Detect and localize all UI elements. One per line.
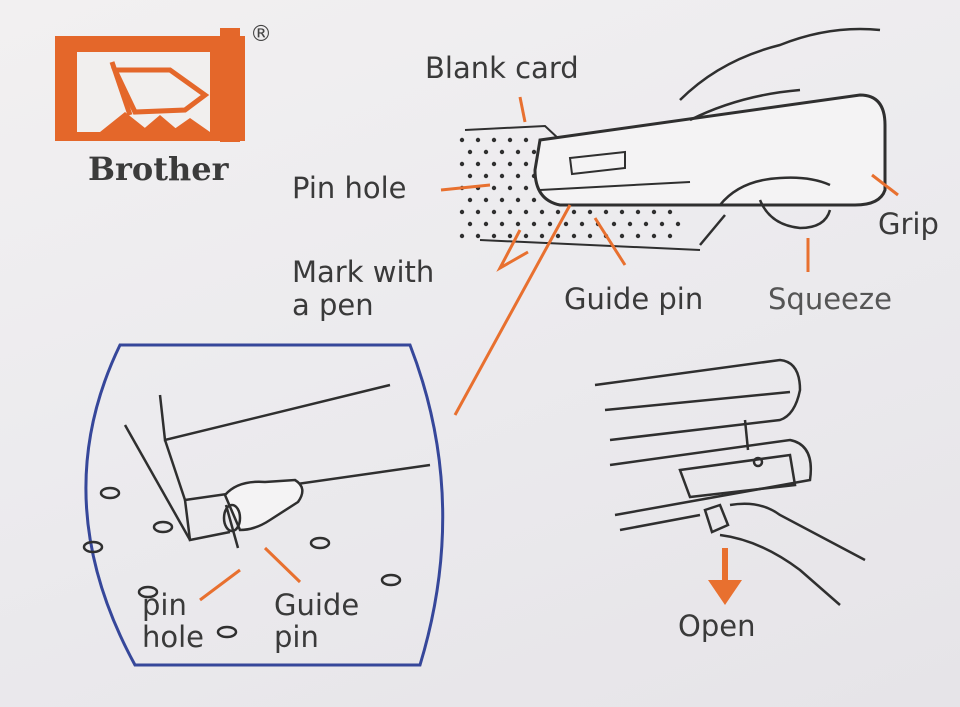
open-arrow-icon bbox=[708, 548, 742, 605]
pin-hole-dots bbox=[459, 137, 681, 239]
inset-detail-view bbox=[82, 343, 445, 667]
hand-drawing bbox=[679, 27, 881, 246]
registered-mark: ® bbox=[250, 22, 272, 47]
brand-name: Brother bbox=[88, 150, 229, 188]
blank-card-drawing bbox=[464, 124, 701, 251]
leader-lines bbox=[199, 96, 899, 602]
label-guide-pin: Guide pin bbox=[564, 282, 704, 316]
label-guide-pin-inset: Guide pin bbox=[274, 588, 360, 654]
label-blank-card: Blank card bbox=[425, 51, 579, 85]
label-pin-hole-inset: pin hole bbox=[142, 588, 205, 654]
brother-logo-icon bbox=[55, 28, 245, 142]
open-view-drawing bbox=[594, 358, 866, 606]
label-grip: Grip bbox=[878, 207, 939, 241]
label-open: Open bbox=[678, 609, 756, 643]
label-squeeze: Squeeze bbox=[768, 282, 892, 316]
label-mark-with-pen: Mark with a pen bbox=[292, 255, 435, 323]
label-pin-hole: Pin hole bbox=[292, 171, 407, 205]
